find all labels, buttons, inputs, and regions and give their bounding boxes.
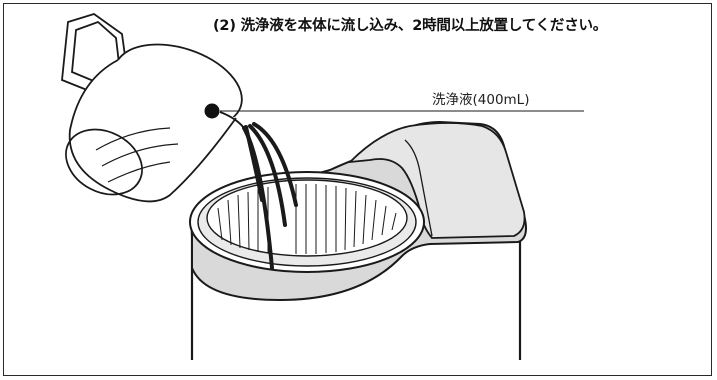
unit-handle — [347, 122, 526, 239]
filter-ribs — [217, 184, 397, 254]
measuring-cup — [61, 13, 245, 203]
callout-label: 洗浄液(400mL) — [432, 92, 530, 108]
callout-dot — [204, 103, 220, 119]
illustration-frame — [3, 3, 712, 376]
liquid-streams — [242, 122, 298, 270]
instruction-step-text: (2) 洗浄液を本体に流し込み、2時間以上放置してください。 — [213, 18, 608, 34]
